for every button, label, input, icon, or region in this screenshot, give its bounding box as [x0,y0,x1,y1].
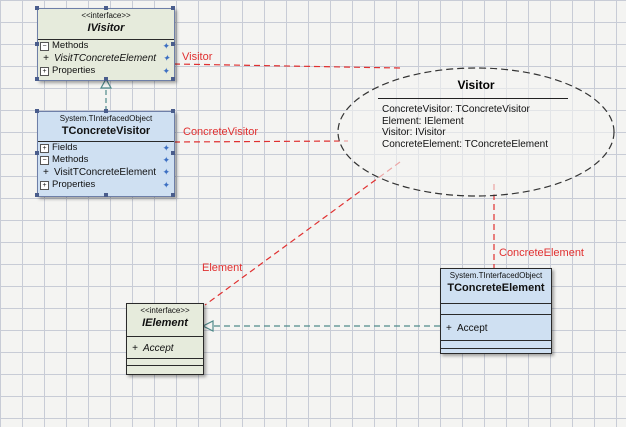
tconcretevisitor-fields-label: Fields [52,142,78,153]
ivisitor-properties-label: Properties [52,65,96,76]
public-member-icon: + [132,343,138,354]
class-ielement-name: IElement [142,317,188,329]
expand-icon[interactable]: + [40,67,49,76]
ivisitor-member-visit[interactable]: + VisitTConcreteElement ✦ [38,52,174,65]
resize-handle[interactable] [104,193,108,197]
ielement-member-accept[interactable]: + Accept [127,342,203,355]
expand-icon[interactable]: + [40,144,49,153]
public-member-icon: + [446,323,452,334]
star-icon: ✦ [162,155,170,165]
ivisitor-methods-label: Methods [52,40,89,51]
note-title: Visitor [457,78,495,92]
resize-handle[interactable] [35,151,39,155]
class-ielement-stereotype: <<interface>> [140,306,190,315]
resize-handle[interactable] [35,42,39,46]
realization-visitor-arrowhead [99,77,113,89]
connector-visitor[interactable] [173,63,401,69]
note-line: Element: IElement [382,115,464,127]
public-member-icon: + [43,53,49,64]
class-tconcretevisitor-stereotype: System.TInterfacedObject [59,114,153,123]
member-name: Accept [457,323,488,334]
collapse-icon[interactable]: − [40,42,49,51]
visitor-note[interactable]: Visitor ConcreteVisitor: TConcreteVisito… [338,68,614,196]
tconcreteelement-member-accept[interactable]: + Accept [441,322,551,335]
star-icon: ✦ [162,66,170,76]
resize-handle[interactable] [171,109,175,113]
expand-icon[interactable]: + [40,181,49,190]
class-ivisitor[interactable]: <<interface>> IVisitor − Methods ✦ + Vis… [37,8,175,81]
collapse-icon[interactable]: − [40,156,49,165]
note-ellipse[interactable] [337,67,615,197]
connector-element[interactable] [204,161,401,306]
resize-handle[interactable] [171,42,175,46]
tconcretevisitor-properties-label: Properties [52,179,96,190]
note-line: Visitor: IVisitor [382,127,446,138]
connector-label-concrete-visitor: ConcreteVisitor [183,126,258,138]
note-divider [378,98,568,99]
class-tconcretevisitor[interactable]: System.TInterfacedObject TConcreteVisito… [37,111,175,197]
note-line: ConcreteElement: TConcreteElement [382,138,549,150]
resize-handle[interactable] [104,77,108,81]
member-name: Accept [143,343,174,354]
realization-element-arrowhead [201,320,214,332]
class-ivisitor-stereotype: <<interface>> [81,11,131,20]
star-icon: ✦ [162,167,170,177]
tconcretevisitor-properties-section[interactable]: + Properties ✦ [38,179,174,191]
star-icon: ✦ [162,41,170,51]
ivisitor-properties-section[interactable]: + Properties ✦ [38,65,174,77]
resize-handle[interactable] [35,109,39,113]
tconcretevisitor-methods-section[interactable]: − Methods ✦ [38,154,174,166]
class-tconcreteelement-stereotype: System.TInterfacedObject [449,271,543,280]
resize-handle[interactable] [104,6,108,10]
resize-handle[interactable] [35,193,39,197]
resize-handle[interactable] [104,109,108,113]
tconcretevisitor-methods-label: Methods [52,154,89,165]
star-icon: ✦ [162,180,170,190]
resize-handle[interactable] [171,6,175,10]
public-member-icon: + [43,167,49,178]
class-ivisitor-name: IVisitor [87,22,125,34]
note-lines: ConcreteVisitor: TConcreteVisitor Elemen… [382,104,548,150]
connector-concrete-visitor[interactable] [173,140,349,143]
resize-handle[interactable] [171,151,175,155]
connector-label-concrete-element: ConcreteElement [499,247,584,259]
resize-handle[interactable] [35,6,39,10]
tconcretevisitor-member-visit[interactable]: + VisitTConcreteElement ✦ [38,166,174,179]
class-tconcreteelement[interactable]: System.TInterfacedObject TConcreteElemen… [440,268,552,354]
note-line: ConcreteVisitor: TConcreteVisitor [382,104,530,115]
class-ielement[interactable]: <<interface>> IElement + Accept [126,303,204,375]
star-icon: ✦ [162,53,170,63]
member-name: VisitTConcreteElement [54,167,157,178]
class-tconcretevisitor-name: TConcreteVisitor [61,125,151,137]
star-icon: ✦ [162,143,170,153]
connector-label-visitor: Visitor [182,51,213,63]
resize-handle[interactable] [171,193,175,197]
member-name: VisitTConcreteElement [54,53,157,64]
resize-handle[interactable] [171,77,175,81]
connector-label-element: Element [202,262,243,274]
resize-handle[interactable] [35,77,39,81]
ivisitor-methods-section[interactable]: − Methods ✦ [38,40,174,52]
class-tconcreteelement-name: TConcreteElement [447,282,545,294]
tconcretevisitor-fields-section[interactable]: + Fields ✦ [38,142,174,154]
